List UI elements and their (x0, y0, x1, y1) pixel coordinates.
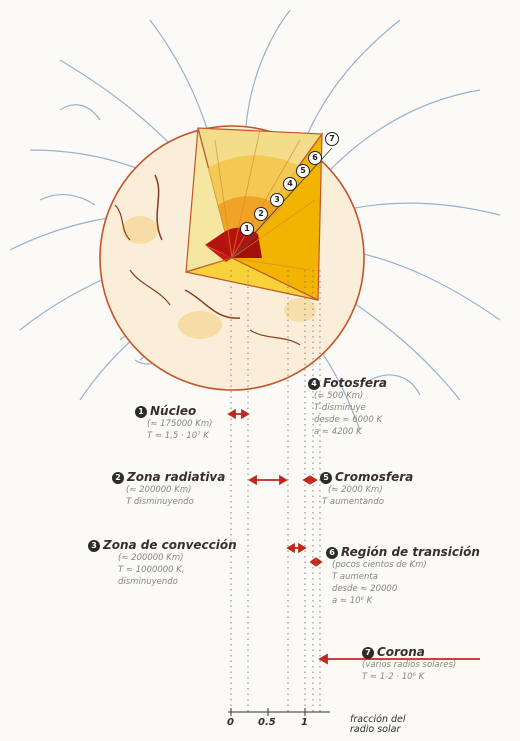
axis-title-line-2: radio solar (350, 725, 406, 735)
layer-size: (≈ 500 Km) (308, 390, 387, 402)
marker-2: 2 (254, 207, 268, 221)
layer-temperature: T disminuyendo (112, 496, 225, 508)
axis-tick-0-5: 0.5 (258, 717, 276, 728)
layer-trend: disminuyendo (88, 576, 237, 588)
layer-cromosfera: 5Cromosfera (≈ 2000 Km) T aumentando (320, 470, 413, 508)
number-badge: 5 (320, 472, 332, 484)
number-badge: 1 (135, 406, 147, 418)
axis-title: fracción del radio solar (350, 715, 406, 735)
layer-size: (≈ 2000 Km) (320, 484, 413, 496)
range-arrows (229, 411, 480, 664)
layer-temperature: T aumenta (326, 571, 480, 583)
layer-temperature: T ≈ 1-2 · 10⁶ K (362, 671, 456, 683)
layer-temperature: T disminuye (308, 402, 387, 414)
layer-temperature: T ≈ 1000000 K, (88, 564, 237, 576)
layer-title: Fotosfera (323, 376, 387, 390)
layer-zona-radiativa: 2Zona radiativa (≈ 200000 Km) T disminuy… (112, 470, 225, 508)
marker-6: 6 (308, 151, 322, 165)
marker-1: 1 (240, 222, 254, 236)
layer-size: (pocos cientos de Km) (326, 559, 480, 571)
layer-corona: 7Corona (varios radios solares) T ≈ 1-2 … (362, 645, 456, 683)
marker-4: 4 (283, 177, 297, 191)
layer-size: (≈ 200000 Km) (88, 552, 237, 564)
axis-tick-1: 1 (301, 717, 308, 728)
number-badge: 4 (308, 378, 320, 390)
layer-temperature-to: a ≈ 4200 K (308, 426, 387, 438)
layer-title: Zona de convección (103, 538, 237, 552)
marker-3: 3 (270, 193, 284, 207)
layer-fotosfera: 4Fotosfera (≈ 500 Km) T disminuye desde … (308, 376, 387, 438)
marker-7: 7 (325, 132, 339, 146)
layer-temperature-to: a ≈ 10⁶ K (326, 595, 480, 607)
layer-nucleo: 1Núcleo (≈ 175000 Km) T ≈ 1,5 · 10⁷ K (135, 404, 212, 442)
number-badge: 7 (362, 647, 374, 659)
layer-title: Zona radiativa (127, 470, 225, 484)
layer-title: Núcleo (150, 404, 196, 418)
layer-temperature: T ≈ 1,5 · 10⁷ K (135, 430, 212, 442)
layer-title: Corona (377, 645, 425, 659)
marker-5: 5 (296, 164, 310, 178)
number-badge: 3 (88, 540, 100, 552)
layer-region-transicion: 6Región de transición (pocos cientos de … (326, 545, 480, 607)
number-badge: 2 (112, 472, 124, 484)
layer-title: Región de transición (341, 545, 480, 559)
layer-temperature-from: desde ≈ 6000 K (308, 414, 387, 426)
layer-size: (≈ 200000 Km) (112, 484, 225, 496)
layer-temperature-from: desde ≈ 20000 (326, 583, 480, 595)
layer-zona-conveccion: 3Zona de convección (≈ 200000 Km) T ≈ 10… (88, 538, 237, 588)
radius-axis (228, 708, 330, 716)
layer-temperature: T aumentando (320, 496, 413, 508)
layer-size: (varios radios solares) (362, 659, 456, 671)
axis-tick-0: 0 (227, 717, 234, 728)
layer-title: Cromosfera (335, 470, 413, 484)
layer-size: (≈ 175000 Km) (135, 418, 212, 430)
number-badge: 6 (326, 547, 338, 559)
